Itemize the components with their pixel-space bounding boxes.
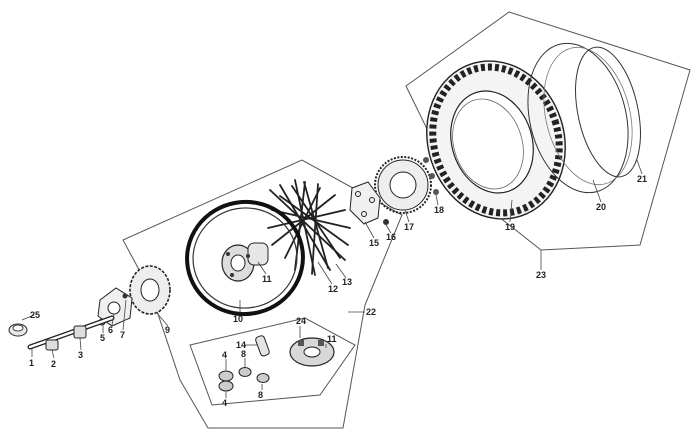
wheel-group-outline	[122, 159, 403, 429]
rear-sprocket	[374, 156, 432, 214]
inner-tube	[527, 42, 633, 194]
callout-1: 1	[29, 358, 34, 368]
callout-8-upper: 8	[241, 349, 246, 359]
callout-18: 18	[434, 205, 444, 215]
callout-10: 10	[233, 314, 243, 324]
callouts: 1 2 3 4 4 5 6 7 8 8 9 10 11 11 12 13 14 …	[29, 174, 647, 408]
callout-19: 19	[505, 222, 515, 232]
callout-17: 17	[404, 222, 414, 232]
callout-4-upper: 4	[222, 350, 227, 360]
axle	[27, 315, 115, 350]
spokes	[267, 179, 351, 276]
callout-6: 6	[108, 325, 113, 335]
hub-sleeve	[255, 335, 270, 357]
callout-25: 25	[30, 310, 40, 320]
callout-3: 3	[78, 350, 83, 360]
callout-2: 2	[51, 359, 56, 369]
callout-7: 7	[120, 330, 125, 340]
callout-22: 22	[366, 307, 376, 317]
callout-9: 9	[165, 325, 170, 335]
rim	[185, 199, 305, 317]
callout-8-lower: 8	[258, 390, 263, 400]
callout-23: 23	[536, 270, 546, 280]
tire	[426, 60, 566, 220]
bearing-set	[218, 367, 270, 392]
callout-14: 14	[236, 340, 246, 350]
brake-kit-outline	[189, 317, 356, 406]
sprocket-bolts	[423, 157, 439, 195]
brake-disc	[129, 265, 171, 315]
callout-11-hub: 11	[262, 274, 272, 284]
callout-20: 20	[596, 202, 606, 212]
rim-band	[575, 46, 641, 178]
sprocket-carrier	[349, 181, 389, 225]
callout-12: 12	[328, 284, 338, 294]
callout-4-lower: 4	[222, 398, 227, 408]
callout-13: 13	[342, 277, 352, 287]
callout-11-kit: 11	[327, 334, 337, 344]
callout-21: 21	[637, 174, 647, 184]
hub-cush-drive	[289, 337, 335, 367]
hub	[221, 242, 269, 282]
axle-nut	[8, 323, 28, 337]
leader-lines	[21, 159, 643, 398]
callout-5: 5	[100, 333, 105, 343]
callout-16: 16	[386, 232, 396, 242]
callout-24: 24	[296, 316, 306, 326]
callout-15: 15	[369, 238, 379, 248]
